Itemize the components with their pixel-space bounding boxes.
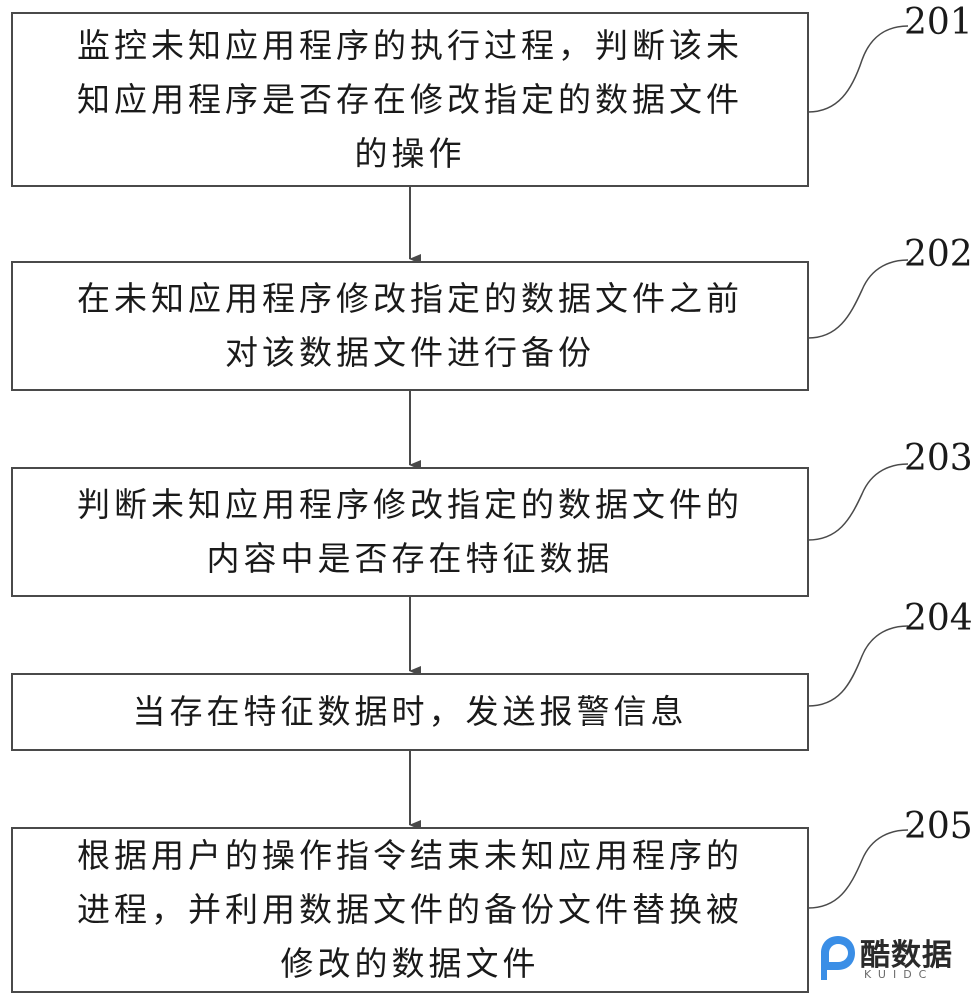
- leader-205: [807, 829, 909, 909]
- watermark-title: 酷数据: [860, 938, 953, 973]
- step-205-line-3: 修改的数据文件: [280, 944, 540, 983]
- step-text-202: 在未知应用程序修改指定的数据文件之前 对该数据文件进行备份: [67, 272, 753, 380]
- step-201-line-1: 监控未知应用程序的执行过程，判断该未: [77, 25, 743, 65]
- leader-202: [807, 259, 909, 339]
- step-text-204: 当存在特征数据时，发送报警信息: [123, 685, 698, 739]
- watermark: 酷数据 KUIDC: [818, 928, 968, 990]
- step-202-line-1: 在未知应用程序修改指定的数据文件之前: [77, 279, 743, 318]
- step-205-line-1: 根据用户的操作指令结束未知应用程序的: [77, 836, 743, 875]
- step-204-line-1: 当存在特征数据时，发送报警信息: [132, 692, 688, 731]
- step-number-201: 201: [904, 2, 973, 43]
- step-203-line-1: 判断未知应用程序修改指定的数据文件的: [77, 485, 743, 524]
- step-203-line-2: 内容中是否存在特征数据: [206, 539, 614, 578]
- leader-203: [807, 463, 909, 541]
- step-201-line-2: 知应用程序是否存在修改指定的数据文件: [77, 79, 743, 119]
- step-number-203: 203: [904, 438, 973, 479]
- watermark-subtitle: KUIDC: [864, 968, 934, 981]
- step-202-line-2: 对该数据文件进行备份: [225, 333, 595, 372]
- watermark-logo-icon: [821, 936, 855, 980]
- step-number-205: 205: [904, 806, 973, 847]
- step-205-line-2: 进程，并利用数据文件的备份文件替换被: [77, 890, 743, 929]
- leader-204: [807, 625, 909, 707]
- step-box-203: 判断未知应用程序修改指定的数据文件的 内容中是否存在特征数据: [11, 467, 809, 597]
- step-201-line-3: 的操作: [354, 133, 466, 173]
- step-text-201: 监控未知应用程序的执行过程，判断该未 知应用程序是否存在修改指定的数据文件 的操…: [67, 19, 753, 181]
- step-text-203: 判断未知应用程序修改指定的数据文件的 内容中是否存在特征数据: [67, 478, 753, 586]
- step-text-205: 根据用户的操作指令结束未知应用程序的 进程，并利用数据文件的备份文件替换被 修改…: [67, 829, 753, 991]
- step-number-202: 202: [904, 234, 973, 275]
- step-number-204: 204: [904, 598, 973, 639]
- step-box-202: 在未知应用程序修改指定的数据文件之前 对该数据文件进行备份: [11, 261, 809, 391]
- step-box-204: 当存在特征数据时，发送报警信息: [11, 673, 809, 751]
- step-box-205: 根据用户的操作指令结束未知应用程序的 进程，并利用数据文件的备份文件替换被 修改…: [11, 827, 809, 993]
- step-box-201: 监控未知应用程序的执行过程，判断该未 知应用程序是否存在修改指定的数据文件 的操…: [11, 12, 809, 187]
- leader-201: [807, 25, 909, 113]
